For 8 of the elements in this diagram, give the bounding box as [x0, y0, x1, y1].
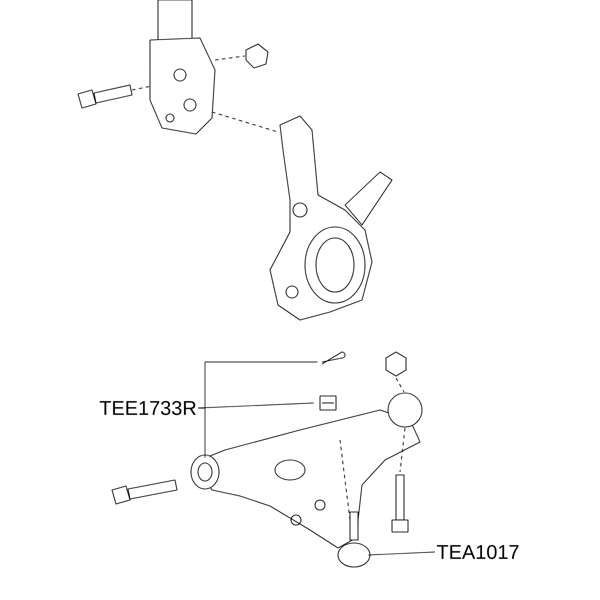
leader-line: [368, 552, 436, 556]
ball-joint: [338, 512, 370, 568]
part-number: TEA1017: [436, 544, 519, 560]
bushing: [190, 454, 220, 490]
leader-line: [198, 408, 206, 458]
cotter-pin: [322, 352, 346, 364]
part-number: TEE1733R: [100, 400, 196, 416]
nut: [320, 396, 336, 410]
